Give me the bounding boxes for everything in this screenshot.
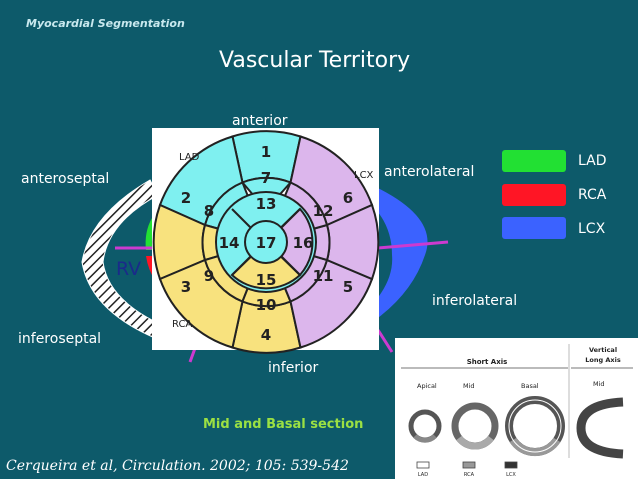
segment-number-9: 9 [204, 267, 214, 285]
segment-number-6: 6 [343, 189, 353, 207]
lcx-wall [350, 182, 428, 330]
inset-apical: Apical [417, 382, 437, 390]
segment-number-7: 7 [261, 169, 271, 187]
legend-swatch-rca [502, 184, 566, 206]
region-rv: RV [116, 258, 142, 280]
segment-number-5: 5 [343, 278, 353, 296]
apical-divider-2 [280, 208, 301, 229]
slide-title: Vascular Territory [219, 48, 411, 73]
segment-number-14: 14 [219, 234, 240, 252]
citation: Cerqueira et al, Circulation. 2002; 105:… [6, 458, 349, 474]
region-anteroseptal: anteroseptal [21, 171, 110, 187]
segment-17 [244, 220, 288, 264]
inset-legend-lcx: LCX [506, 472, 516, 478]
inset-legend-lad: LAD [418, 472, 428, 478]
inset-apical-ring [408, 409, 442, 443]
segment-number-10: 10 [256, 296, 277, 314]
segment-number-16: 16 [293, 234, 314, 252]
region-anterolateral: anterolateral [384, 164, 475, 180]
slide-header: Myocardial Segmentation [26, 17, 185, 30]
legend-swatch-lad [502, 150, 566, 172]
inset-vla-shape [576, 397, 624, 459]
bullseye-lcx-label: LCX [354, 170, 374, 181]
lateral-line [377, 240, 449, 250]
region-inferolateral: inferolateral [432, 293, 518, 309]
legend-swatch-lcx [502, 217, 566, 239]
segment-number-12: 12 [313, 202, 334, 220]
inset-long-axis: Long Axis [585, 356, 621, 364]
region-anterior: anterior [232, 113, 288, 129]
apical-divider-3 [231, 255, 252, 276]
inset-vertical: Vertical [589, 346, 617, 354]
inferolateral-line [376, 329, 394, 353]
segment-number-1: 1 [261, 143, 271, 161]
segment-number-4: 4 [261, 326, 271, 344]
region-inferior: inferior [268, 360, 319, 376]
segment-number-11: 11 [313, 267, 334, 285]
segment-number-13: 13 [256, 195, 277, 213]
bullseye-rca-label: RCA [172, 319, 192, 330]
region-inferoseptal: inferoseptal [18, 331, 102, 347]
legend-label-lad: LAD [578, 153, 607, 169]
segment-number-15: 15 [256, 271, 277, 289]
bullseye-plot [152, 130, 380, 354]
apical-divider-4 [280, 255, 301, 276]
segment-number-17: 17 [256, 234, 277, 252]
bullseye-lad-label: LAD [179, 152, 200, 163]
inset-diagram: Short Axis Vertical Long Axis Apical Mid… [395, 338, 638, 479]
segment-number-8: 8 [204, 202, 214, 220]
legend-label-rca: RCA [578, 187, 607, 203]
legend-label-lcx: LCX [578, 221, 606, 237]
inset-basal: Basal [521, 382, 539, 390]
inset-svg: Short Axis Vertical Long Axis Apical Mid… [401, 344, 633, 478]
inset-mid-vla: Mid [593, 380, 605, 388]
inset-short-axis: Short Axis [467, 358, 508, 366]
inset-legend-rca: RCA [464, 472, 475, 478]
inset-mid: Mid [463, 382, 475, 390]
apical-divider-1 [231, 208, 252, 229]
section-label: Mid and Basal section [203, 417, 364, 432]
segment-number-2: 2 [181, 189, 191, 207]
segment-number-3: 3 [181, 278, 191, 296]
